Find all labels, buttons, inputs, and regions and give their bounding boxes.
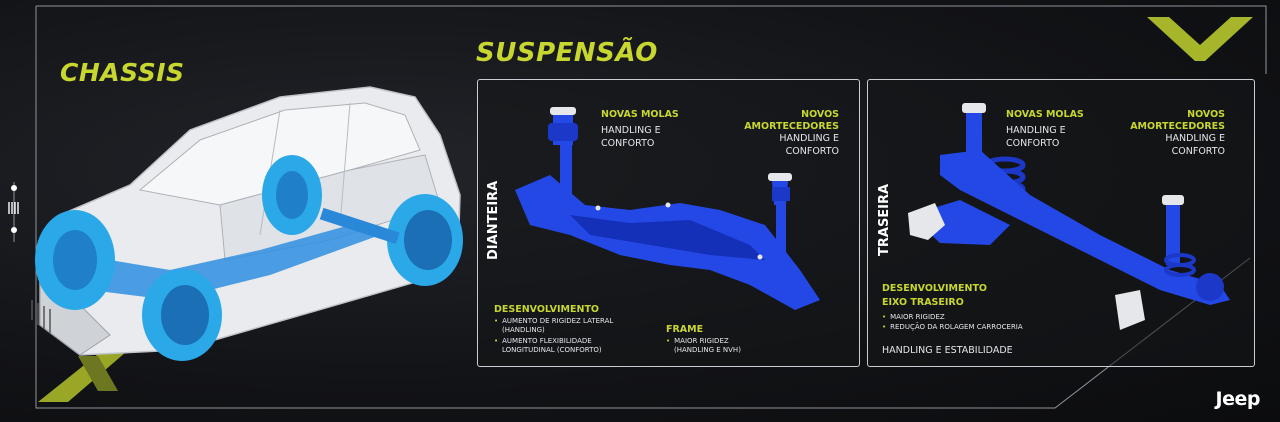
- rear-shocks-desc-2: CONFORTO: [1171, 146, 1225, 157]
- rear-side-label: TRASEIRA: [877, 183, 892, 256]
- front-dev-bullet-2b: LONGITUDINAL (CONFORTO): [502, 346, 602, 354]
- front-springs-title: NOVAS MOLAS: [601, 109, 679, 120]
- front-springs-desc-2: CONFORTO: [601, 138, 655, 149]
- car-chassis-illustration: [31, 86, 463, 361]
- front-side-label: DIANTEIRA: [486, 180, 501, 260]
- front-shocks-title-2: AMORTECEDORES: [744, 121, 839, 132]
- front-shocks-desc-1: HANDLING E: [779, 133, 839, 144]
- front-shocks-desc-2: CONFORTO: [785, 146, 839, 157]
- front-frame-bullet: MAIOR RIGIDEZ: [666, 337, 729, 347]
- front-springs-desc-1: HANDLING E: [601, 125, 661, 136]
- chassis-title: CHASSIS: [60, 58, 185, 87]
- rear-springs-desc-2: CONFORTO: [1006, 138, 1060, 149]
- rear-springs-desc-1: HANDLING E: [1006, 125, 1066, 136]
- rear-dev-title-2: EIXO TRASEIRO: [882, 297, 964, 308]
- front-dev-bullet-1: AUMENTO DE RIGIDEZ LATERAL: [494, 317, 613, 327]
- side-slider-icon: [8, 182, 19, 242]
- front-frame-bullet-b: (HANDLING E NVH): [674, 346, 741, 354]
- rear-dev-bullet-2: REDUÇÃO DA ROLAGEM CARROCERIA: [882, 323, 1023, 333]
- jeep-logo: Jeep: [1215, 388, 1261, 410]
- front-dev-bullet-2: AUMENTO FLEXIBILIDADE: [494, 337, 592, 347]
- suspension-title: SUSPENSÃO: [476, 38, 658, 68]
- front-shocks-title-1: NOVOS: [801, 109, 839, 120]
- rear-shocks-desc-1: HANDLING E: [1165, 133, 1225, 144]
- rear-shocks-title-1: NOVOS: [1187, 109, 1225, 120]
- chevron-logo-icon: [1147, 17, 1253, 61]
- rear-shocks-title-2: AMORTECEDORES: [1130, 121, 1225, 132]
- front-dev-bullet-1b: (HANDLING): [502, 326, 545, 334]
- front-suspension-illustration: [515, 107, 820, 310]
- rear-suspension-illustration: [908, 103, 1230, 330]
- rear-springs-title: NOVAS MOLAS: [1006, 109, 1084, 120]
- accent-slash-icon: [38, 346, 133, 402]
- rear-dev-bullet-1: MAIOR RIGIDEZ: [882, 313, 945, 323]
- rear-dev-title-1: DESENVOLVIMENTO: [882, 283, 988, 294]
- front-frame-title: FRAME: [666, 324, 704, 335]
- front-dev-title: DESENVOLVIMENTO: [494, 304, 600, 315]
- rear-footer: HANDLING E ESTABILIDADE: [882, 345, 1013, 356]
